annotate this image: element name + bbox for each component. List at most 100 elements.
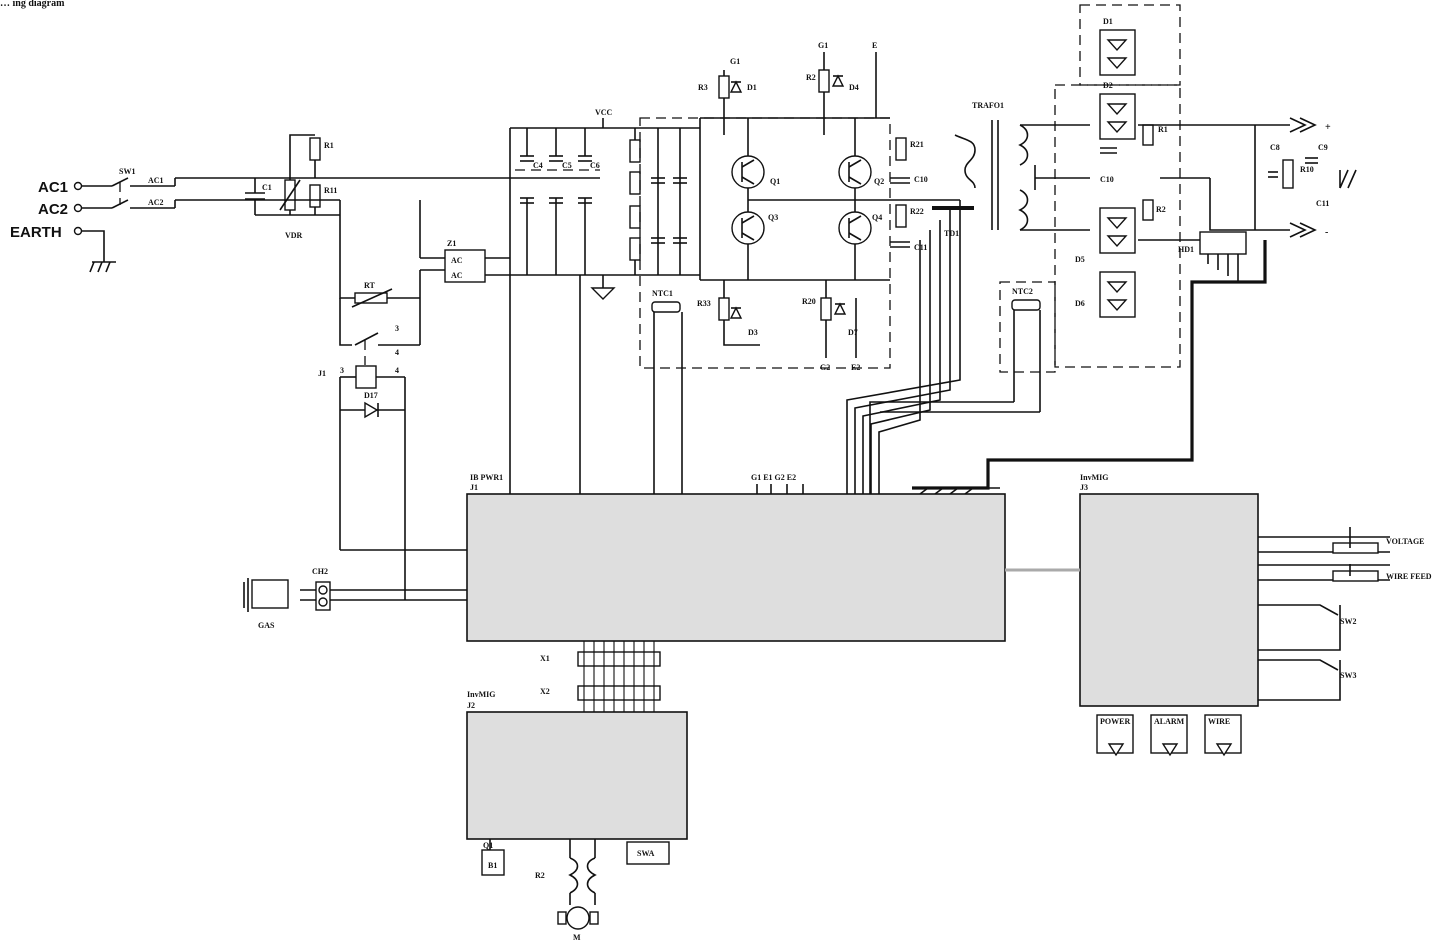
svg-text:D5: D5	[1075, 255, 1085, 264]
svg-text:D17: D17	[364, 391, 378, 400]
svg-text:VOLTAGE: VOLTAGE	[1386, 537, 1425, 546]
dc-ground-icon	[590, 275, 616, 300]
svg-text:J1: J1	[470, 483, 478, 492]
svg-text:R11: R11	[324, 186, 337, 195]
svg-text:SWA: SWA	[637, 849, 655, 858]
gas-valve: GAS CH2	[243, 567, 331, 630]
main-transformer: TRAFO1	[954, 101, 1090, 231]
panel-board	[1079, 493, 1259, 707]
svg-text:ALARM: ALARM	[1154, 717, 1185, 726]
motor-section: Q1 B1 R2 M SWA	[481, 839, 670, 942]
q1-transistor: Q1	[731, 155, 780, 189]
q2-transistor: Q2	[838, 155, 884, 189]
svg-text:VDR: VDR	[285, 231, 303, 240]
svg-text:D4: D4	[849, 83, 859, 92]
svg-text:M: M	[573, 933, 581, 942]
panel-controls: VOLTAGE WIRE FEED SW2 SW3	[1258, 527, 1432, 701]
svg-text:4: 4	[395, 348, 399, 357]
svg-text:R1: R1	[1158, 125, 1168, 134]
svg-text:SW2: SW2	[1340, 617, 1356, 626]
svg-text:C5: C5	[562, 161, 572, 170]
svg-text:C1: C1	[262, 183, 272, 192]
svg-text:NTC1: NTC1	[652, 289, 673, 298]
main-control-board	[466, 493, 1006, 642]
svg-text:3: 3	[340, 366, 344, 375]
svg-text:B1: B1	[488, 861, 497, 870]
input-terminals: AC1 AC2 EARTH	[10, 179, 116, 273]
ribbon-connectors: X1 X2	[540, 641, 661, 712]
svg-text:R1: R1	[324, 141, 334, 150]
svg-text:C9: C9	[1318, 143, 1328, 152]
svg-text:AC2: AC2	[148, 198, 164, 207]
svg-text:R2: R2	[535, 871, 545, 880]
svg-text:E2: E2	[851, 363, 860, 372]
ntc1-sensor: NTC1	[651, 289, 683, 495]
svg-text:Q4: Q4	[872, 213, 882, 222]
svg-text:R22: R22	[910, 207, 924, 216]
svg-text:InvMIG: InvMIG	[467, 690, 495, 699]
svg-text:Q2: Q2	[874, 177, 884, 186]
svg-text:X1: X1	[540, 654, 550, 663]
svg-text:R2: R2	[806, 73, 816, 82]
svg-text:C11: C11	[1316, 199, 1329, 208]
ac1-label: AC1	[38, 179, 68, 196]
svg-text:NTC2: NTC2	[1012, 287, 1033, 296]
svg-text:C4: C4	[533, 161, 543, 170]
svg-text:3: 3	[395, 324, 399, 333]
svg-text:G1: G1	[730, 57, 740, 66]
sw1-switch: SW1 AC1 AC2	[111, 167, 175, 209]
z1-component: Z1 AC AC	[419, 200, 510, 283]
svg-text:G1: G1	[818, 41, 828, 50]
svg-text:TRAFO1: TRAFO1	[972, 101, 1004, 110]
svg-text:WIRE FEED: WIRE FEED	[1386, 572, 1432, 581]
svg-text:-: -	[1325, 227, 1328, 238]
svg-text:C10: C10	[1100, 175, 1114, 184]
svg-text:J1: J1	[318, 369, 326, 378]
svg-text:TD1: TD1	[944, 229, 959, 238]
j1-relay: J1 3 4 D17	[318, 365, 406, 600]
svg-text:X2: X2	[540, 687, 550, 696]
svg-text:Q3: Q3	[768, 213, 778, 222]
svg-text:D7: D7	[848, 328, 858, 337]
svg-text:G1 E1 G2 E2: G1 E1 G2 E2	[751, 473, 796, 482]
ac2-label: AC2	[38, 201, 68, 218]
svg-text:C6: C6	[590, 161, 600, 170]
svg-text:IB PWR1: IB PWR1	[470, 473, 503, 482]
svg-text:R33: R33	[697, 299, 711, 308]
panel-leds: POWER ALARM WIRE	[1096, 714, 1242, 757]
svg-text:POWER: POWER	[1100, 717, 1130, 726]
svg-text:D1: D1	[747, 83, 757, 92]
svg-text:Q1: Q1	[770, 177, 780, 186]
svg-text:GAS: GAS	[258, 621, 275, 630]
earth-label: EARTH	[10, 224, 62, 241]
svg-text:R21: R21	[910, 140, 924, 149]
svg-text:+: +	[1325, 122, 1331, 133]
rt-thermistor: RT	[351, 281, 420, 308]
svg-text:C10: C10	[914, 175, 928, 184]
ntc2-sensor: NTC2	[869, 281, 1056, 495]
output-diodes: D1 D2 R1 C10 R2 D5 D6	[1075, 17, 1205, 318]
inverter-bridge: R3 D1 G1 R2 D4 G1 E Q1 Q2	[697, 41, 960, 372]
c1-capacitor: C1	[245, 178, 290, 216]
svg-text:VCC: VCC	[595, 108, 613, 117]
svg-text:InvMIG: InvMIG	[1080, 473, 1108, 482]
svg-text:AC: AC	[451, 256, 463, 265]
svg-text:HD1: HD1	[1178, 245, 1194, 254]
svg-text:D3: D3	[748, 328, 758, 337]
svg-text:4: 4	[395, 366, 399, 375]
svg-text:R3: R3	[698, 83, 708, 92]
svg-text:WIRE: WIRE	[1208, 717, 1230, 726]
svg-text:D6: D6	[1075, 299, 1085, 308]
q3-transistor: Q3	[731, 211, 778, 245]
svg-text:Q1: Q1	[483, 841, 493, 850]
svg-text:J3: J3	[1080, 483, 1088, 492]
svg-text:SW3: SW3	[1340, 671, 1356, 680]
svg-text:J2: J2	[467, 701, 475, 710]
svg-text:AC1: AC1	[148, 176, 164, 185]
output-terminals: + - C8 C9 R10 C11	[1160, 117, 1357, 238]
svg-text:RT: RT	[364, 281, 375, 290]
svg-text:Z1: Z1	[447, 239, 456, 248]
r1-vdr-network: R1 VDR R11	[279, 134, 340, 240]
svg-text:C8: C8	[1270, 143, 1280, 152]
dc-link-capacitors: VCC C4 C5 C6	[509, 108, 700, 495]
